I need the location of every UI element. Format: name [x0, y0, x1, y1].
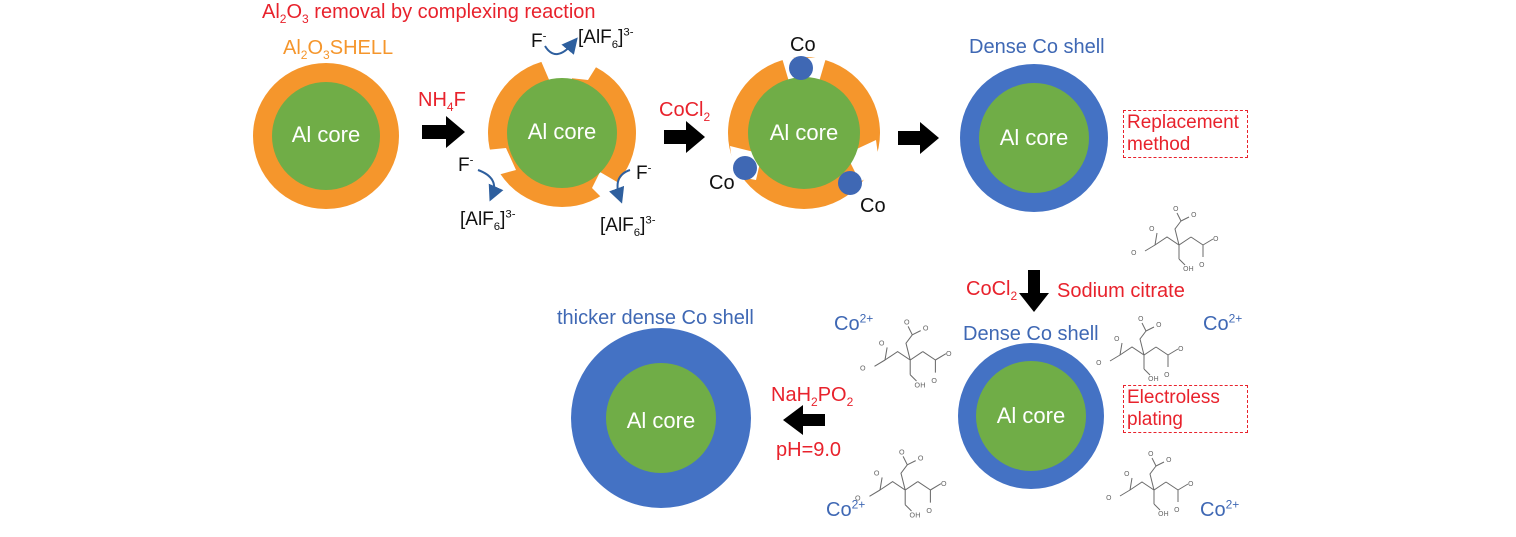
core-label: Al core [769, 120, 839, 145]
complex-label: [AlF6]3- [600, 214, 656, 239]
reagent-cocl2: CoCl2 [659, 99, 711, 124]
ph-label: pH=9.0 [776, 439, 842, 461]
citrate-molecule-icon [1105, 449, 1195, 519]
curved-arrow-icon [609, 169, 631, 204]
right-arrow-icon [898, 122, 939, 154]
core-label: Al core [996, 403, 1066, 428]
reagent-nh4f: NH4F [418, 89, 466, 114]
core-label: Al core [626, 408, 696, 433]
method-line: Electroless [1127, 387, 1220, 408]
complex-label: [AlF6]3- [460, 208, 516, 233]
reagent-sodium-citrate: Sodium citrate [1057, 280, 1185, 302]
down-arrow-icon [1019, 270, 1049, 312]
right-arrow-icon [664, 121, 705, 153]
reagent-nah2po2: NaH2PO2 [771, 384, 854, 409]
particle-oxide-shell [253, 63, 399, 209]
oxide-shell-label: Al2O3SHELL [283, 37, 394, 62]
co-label: Co [790, 34, 816, 56]
citrate-molecule-icon [1130, 204, 1220, 274]
dense-shell-title: Dense Co shell [963, 323, 1099, 345]
particle-co-nucleation [728, 56, 880, 209]
core-label: Al core [527, 119, 597, 144]
dense-shell-title: Dense Co shell [969, 36, 1105, 58]
left-arrow-icon [783, 405, 825, 435]
fluoride-label: F- [636, 162, 652, 184]
fluoride-label: F- [531, 30, 547, 52]
complex-label: [AlF6]3- [578, 26, 634, 51]
particle-dense-co-shell [960, 64, 1108, 212]
method-line: Replacement [1127, 112, 1239, 133]
core-label: Al core [999, 125, 1069, 150]
particle-electroless [958, 343, 1104, 489]
step1-title: Al2O3 removal by complexing reaction [262, 1, 596, 26]
method-line: method [1127, 134, 1191, 155]
citrate-molecule-icon [854, 446, 948, 520]
curved-arrow-icon [544, 37, 578, 55]
particle-etched-shell [486, 53, 636, 207]
co-label: Co [709, 172, 735, 194]
citrate-molecule-icon [859, 316, 953, 390]
right-arrow-icon [422, 116, 465, 148]
cobalt-ion-label: Co2+ [1203, 311, 1243, 335]
method-box-electroless: Electroless plating [1123, 385, 1248, 433]
cobalt-ion-label: Co2+ [1200, 497, 1240, 521]
cobalt-ion-label: Co2+ [834, 311, 874, 335]
cobalt-ion-label: Co2+ [826, 497, 866, 521]
core-label: Al core [291, 122, 361, 147]
method-box-replacement: Replacement method [1123, 110, 1248, 158]
fluoride-label: F- [458, 154, 474, 176]
thicker-shell-title: thicker dense Co shell [557, 307, 754, 329]
citrate-molecule-icon [1095, 314, 1185, 384]
reagent-cocl2: CoCl2 [966, 278, 1018, 303]
curved-arrow-icon [477, 169, 504, 202]
particle-thicker-shell [571, 328, 751, 508]
co-label: Co [860, 195, 886, 217]
method-line: plating [1127, 409, 1183, 430]
